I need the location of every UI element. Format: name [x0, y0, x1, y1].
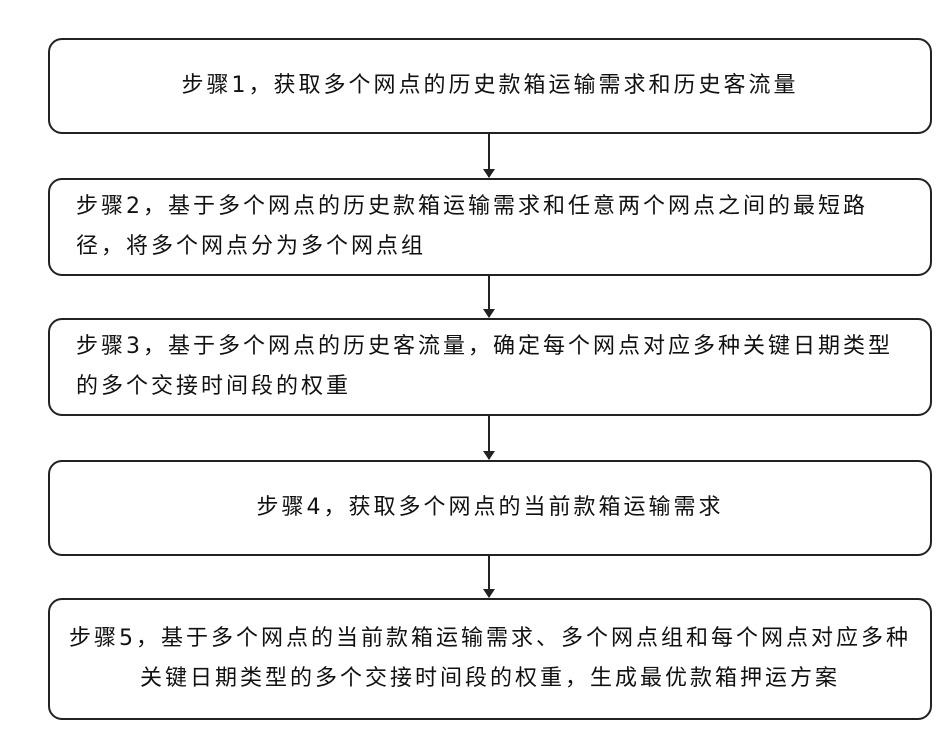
step-2-text: 步骤2，基于多个网点的历史款箱运输需求和任意两个网点之间的最短路径，将多个网点分…	[50, 187, 930, 267]
step-1-text: 步骤1，获取多个网点的历史款箱运输需求和历史客流量	[164, 66, 817, 106]
step-3-text: 步骤3，基于多个网点的历史客流量，确定每个网点对应多种关键日期类型的多个交接时间…	[50, 327, 930, 407]
arrow-2-to-3	[488, 276, 490, 317]
step-2-box: 步骤2，基于多个网点的历史款箱运输需求和任意两个网点之间的最短路径，将多个网点分…	[48, 178, 932, 276]
step-3-box: 步骤3，基于多个网点的历史客流量，确定每个网点对应多种关键日期类型的多个交接时间…	[48, 318, 932, 416]
arrow-1-to-2	[488, 134, 490, 177]
step-4-box: 步骤4，获取多个网点的当前款箱运输需求	[48, 460, 932, 556]
step-4-text: 步骤4，获取多个网点的当前款箱运输需求	[239, 488, 742, 528]
step-1-box: 步骤1，获取多个网点的历史款箱运输需求和历史客流量	[48, 38, 932, 134]
arrow-4-to-5	[488, 556, 490, 597]
arrow-3-to-4	[488, 416, 490, 459]
step-5-text: 步骤5，基于多个网点的当前款箱运输需求、多个网点组和每个网点对应多种关键日期类型…	[50, 619, 930, 699]
step-5-box: 步骤5，基于多个网点的当前款箱运输需求、多个网点组和每个网点对应多种关键日期类型…	[48, 598, 932, 720]
